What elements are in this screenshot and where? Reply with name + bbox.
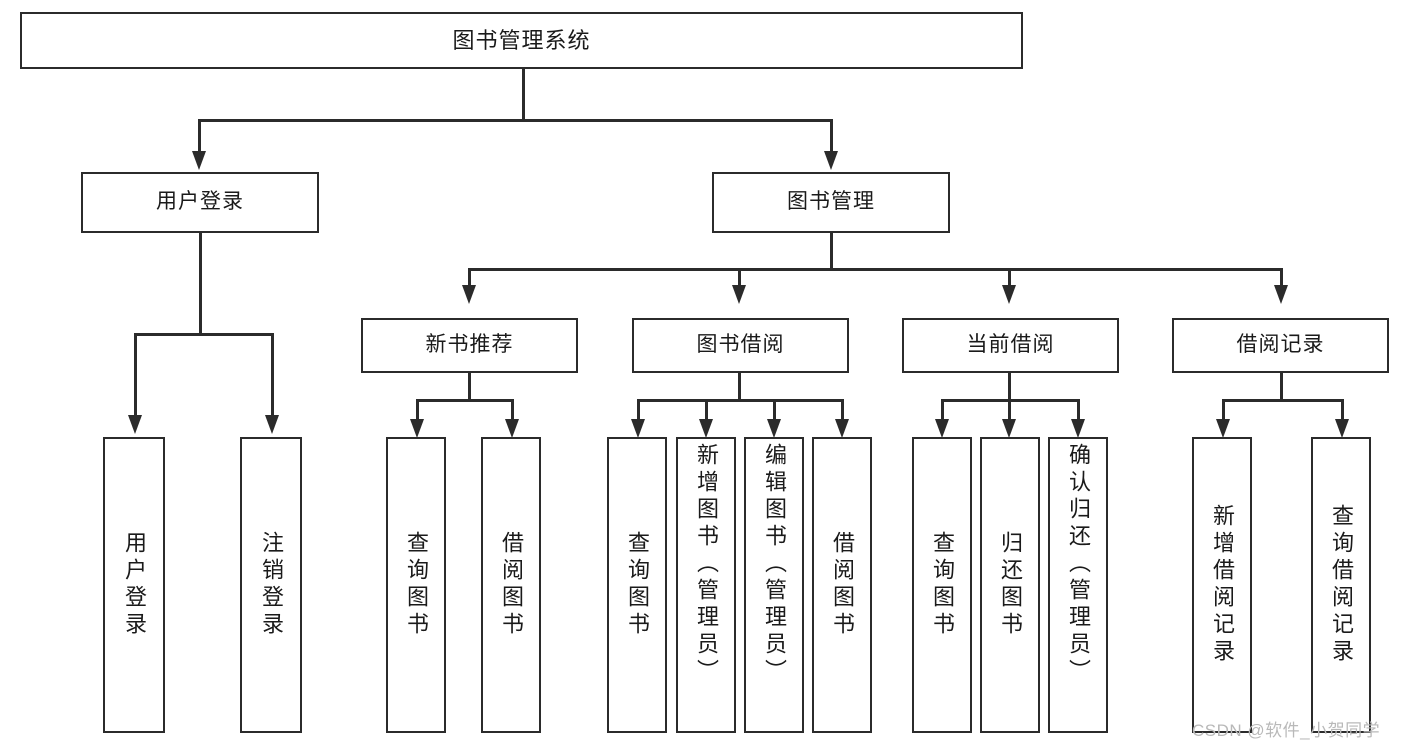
connector-borrow-record-to-leaf-2	[1341, 399, 1344, 421]
leaf-borrow-book-1-label: 借阅图书	[499, 531, 524, 639]
arrowhead-current-borrow-to-leaf-1	[935, 419, 949, 438]
leaf-borrow-book-1[interactable]: 借阅图书	[481, 437, 541, 733]
connector-book-borrow-stem	[738, 373, 741, 401]
leaf-query-book-3-label: 查询图书	[930, 531, 955, 639]
node-root[interactable]: 图书管理系统	[20, 12, 1023, 69]
arrowhead-book-manage-to-new-book-rec	[462, 285, 476, 304]
leaf-borrow-book-2[interactable]: 借阅图书	[812, 437, 872, 733]
connector-current-borrow-bus	[941, 399, 1080, 402]
arrowhead-new-book-rec-to-leaf-1	[410, 419, 424, 438]
leaf-return-book[interactable]: 归还图书	[980, 437, 1040, 733]
connector-book-manage-bus	[468, 268, 1282, 271]
connector-current-borrow-to-leaf-1	[941, 399, 944, 421]
leaf-edit-book[interactable]: 编辑图书（管理员）	[744, 437, 804, 733]
node-book-manage-label: 图书管理	[787, 190, 875, 214]
arrowhead-book-borrow-to-leaf-2	[699, 419, 713, 438]
arrowhead-root-to-user-login	[192, 151, 206, 170]
arrowhead-book-borrow-to-leaf-3	[767, 419, 781, 438]
connector-root-bus	[198, 119, 832, 122]
leaf-confirm-return-label: 确认归还（管理员）	[1066, 443, 1091, 686]
connector-new-book-rec-to-leaf-1	[416, 399, 419, 421]
node-root-label: 图书管理系统	[452, 27, 591, 53]
connector-user-login-stem	[199, 233, 202, 335]
csdn-watermark: CSDN @软件_小贺同学	[1192, 721, 1381, 740]
arrowhead-borrow-record-to-leaf-1	[1216, 419, 1230, 438]
connector-book-manage-to-new-book-rec	[468, 268, 471, 287]
arrowhead-root-to-book-manage	[824, 151, 838, 170]
node-borrow-record-label: 借阅记录	[1236, 333, 1325, 357]
connector-book-manage-to-borrow-record	[1280, 268, 1283, 287]
leaf-query-book-2-label: 查询图书	[625, 531, 650, 639]
connector-book-borrow-bus	[637, 399, 843, 402]
arrowhead-user-login-to-leaf-2	[265, 415, 279, 434]
arrowhead-book-manage-to-current-borrow	[1002, 285, 1016, 304]
arrowhead-current-borrow-to-leaf-3	[1071, 419, 1085, 438]
node-book-borrow[interactable]: 图书借阅	[632, 318, 849, 373]
connector-user-login-to-leaf-1	[134, 333, 137, 417]
connector-book-manage-to-current-borrow	[1008, 268, 1011, 287]
node-current-borrow-label: 当前借阅	[966, 333, 1055, 357]
connector-borrow-record-to-leaf-1	[1222, 399, 1225, 421]
connector-user-login-to-leaf-2	[271, 333, 274, 417]
node-current-borrow[interactable]: 当前借阅	[902, 318, 1119, 373]
leaf-confirm-return[interactable]: 确认归还（管理员）	[1048, 437, 1108, 733]
connector-new-book-rec-stem	[468, 373, 471, 401]
connector-root-to-user-login	[198, 119, 201, 153]
connector-book-borrow-to-leaf-2	[705, 399, 708, 421]
arrowhead-new-book-rec-to-leaf-2	[505, 419, 519, 438]
arrowhead-book-borrow-to-leaf-4	[835, 419, 849, 438]
leaf-add-record[interactable]: 新增借阅记录	[1192, 437, 1252, 733]
arrowhead-book-borrow-to-leaf-1	[631, 419, 645, 438]
connector-book-borrow-to-leaf-1	[637, 399, 640, 421]
connector-current-borrow-stem	[1008, 373, 1011, 401]
connector-current-borrow-to-leaf-2	[1008, 399, 1011, 421]
connector-borrow-record-stem	[1280, 373, 1283, 401]
connector-book-manage-to-book-borrow	[738, 268, 741, 287]
connector-new-book-rec-to-leaf-2	[511, 399, 514, 421]
leaf-user-logout[interactable]: 注销登录	[240, 437, 302, 733]
node-new-book-rec[interactable]: 新书推荐	[361, 318, 578, 373]
node-user-login[interactable]: 用户登录	[81, 172, 319, 233]
connector-current-borrow-to-leaf-3	[1077, 399, 1080, 421]
arrowhead-borrow-record-to-leaf-2	[1335, 419, 1349, 438]
leaf-query-book-1-label: 查询图书	[404, 531, 429, 639]
leaf-query-record[interactable]: 查询借阅记录	[1311, 437, 1371, 733]
leaf-borrow-book-2-label: 借阅图书	[830, 531, 855, 639]
node-new-book-rec-label: 新书推荐	[425, 333, 514, 357]
connector-book-borrow-to-leaf-4	[841, 399, 844, 421]
connector-new-book-rec-bus	[416, 399, 514, 402]
node-user-login-label: 用户登录	[156, 190, 244, 214]
leaf-add-book-label: 新增图书（管理员）	[694, 443, 719, 686]
leaf-user-logout-label: 注销登录	[259, 531, 284, 639]
leaf-add-record-label: 新增借阅记录	[1210, 504, 1235, 666]
node-book-manage[interactable]: 图书管理	[712, 172, 950, 233]
leaf-query-book-2[interactable]: 查询图书	[607, 437, 667, 733]
arrowhead-book-manage-to-borrow-record	[1274, 285, 1288, 304]
connector-book-manage-stem	[830, 233, 833, 270]
arrowhead-book-manage-to-book-borrow	[732, 285, 746, 304]
connector-borrow-record-bus	[1222, 399, 1344, 402]
connector-root-to-book-manage	[830, 119, 833, 153]
leaf-add-book[interactable]: 新增图书（管理员）	[676, 437, 736, 733]
node-book-borrow-label: 图书借阅	[696, 333, 785, 357]
connector-user-login-bus	[134, 333, 273, 336]
connector-root-stem	[522, 69, 525, 121]
leaf-query-record-label: 查询借阅记录	[1329, 504, 1354, 666]
arrowhead-current-borrow-to-leaf-2	[1002, 419, 1016, 438]
leaf-user-login[interactable]: 用户登录	[103, 437, 165, 733]
leaf-user-login-label: 用户登录	[122, 531, 147, 639]
node-borrow-record[interactable]: 借阅记录	[1172, 318, 1389, 373]
arrowhead-user-login-to-leaf-1	[128, 415, 142, 434]
leaf-query-book-3[interactable]: 查询图书	[912, 437, 972, 733]
connector-book-borrow-to-leaf-3	[773, 399, 776, 421]
leaf-edit-book-label: 编辑图书（管理员）	[762, 443, 787, 686]
leaf-query-book-1[interactable]: 查询图书	[386, 437, 446, 733]
leaf-return-book-label: 归还图书	[998, 531, 1023, 639]
